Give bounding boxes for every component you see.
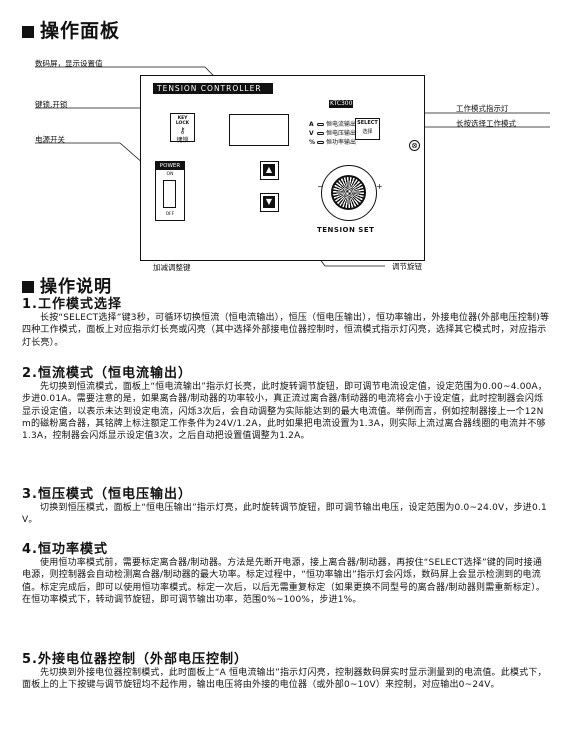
power-switch[interactable]: POWER ON OFF (155, 161, 185, 221)
section-constant-voltage: 3.恒压模式（恒电压输出） 切换到恒压模式，面板上“恒电压输出”指示灯亮，此时旋… (22, 487, 547, 526)
section-external-control: 5.外接电位器控制（外部电压控制） 先切换到外接电位器控制模式，此时面板上“A … (22, 652, 547, 691)
screw-icon: ⊗ (409, 140, 420, 151)
decrease-button[interactable]: ▼ (260, 193, 279, 212)
section-constant-current: 2.恒流模式（恒电流输出） 先切换到恒流模式，面板上“恒电流输出”指示灯长亮，此… (22, 366, 548, 442)
knob-label: TENSION SET (317, 226, 375, 234)
led-icon (317, 132, 324, 135)
select-button[interactable]: SELECT 选择 (355, 118, 380, 140)
knob-grip-icon (331, 175, 366, 210)
led-icon (317, 141, 324, 144)
knob-minus: − (317, 182, 324, 191)
tension-knob[interactable] (321, 165, 377, 221)
digital-display (229, 114, 289, 146)
callout-mode-indicator: 工作模式指示灯 (456, 104, 509, 113)
led-icon (317, 123, 324, 126)
rocker-icon (163, 180, 176, 208)
increase-button[interactable]: ▲ (260, 161, 279, 180)
callout-display: 数码屏，显示设置值 (35, 59, 103, 68)
callout-key-lock: 键锁,开锁 (35, 100, 68, 109)
callout-knob: 调节旋钮 (392, 262, 422, 271)
section-mode-select: 1.工作模式选择 长按“SELECT选择”键3秒，可循环切换恒流（恒电流输出），… (22, 297, 550, 348)
callout-long-press: 长按选择工作模式 (456, 119, 516, 128)
instructions-heading: 操作说明 (22, 272, 112, 297)
indicator-power: %恒功率输出 (309, 139, 357, 146)
brand-label: TENSION CONTROLLER (153, 83, 273, 94)
callout-updown: 加减调整键 (153, 263, 191, 272)
square-bullet-icon (22, 25, 34, 38)
key-lock-button[interactable]: KEY LOCK ⚷ 键锁 (170, 113, 195, 144)
model-label: KTC300 (329, 100, 353, 108)
arrow-up-icon: ▲ (263, 164, 275, 176)
callout-power: 电源开关 (35, 135, 65, 144)
panel-heading: 操作面板 (22, 16, 120, 43)
knob-plus: + (376, 182, 383, 191)
arrow-down-icon: ▼ (263, 196, 275, 208)
key-icon: ⚷ (179, 126, 186, 135)
section-constant-power: 4.恒功率模式 使用恒功率模式前，需要标定离合器/制动器。方法是先断开电源，接上… (22, 542, 546, 605)
square-bullet-icon (22, 281, 34, 293)
